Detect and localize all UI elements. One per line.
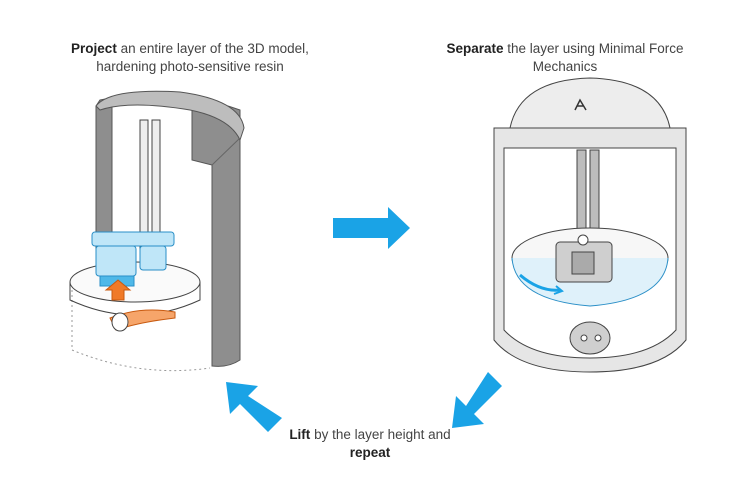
caption-lift: Lift by the layer height and repeat (270, 426, 470, 462)
a-logo-icon (574, 98, 587, 111)
arrow-down-left (452, 372, 502, 428)
arrow-up-left (226, 382, 282, 432)
printer-right (493, 77, 687, 373)
caption-repeat-bold: repeat (349, 445, 391, 460)
caption-separate-bold: Separate (446, 41, 504, 56)
caption-project-text: an entire layer of the 3D model, hardeni… (96, 41, 309, 74)
arrow-right (333, 207, 410, 249)
separation-motion (519, 273, 561, 292)
caption-lift-bold: Lift (289, 427, 311, 442)
caption-lift-text: by the layer height and (310, 427, 451, 442)
caption-separate-text: the layer using Minimal Force Mechanics (503, 41, 684, 74)
caption-project: Project an entire layer of the 3D model,… (40, 40, 340, 76)
caption-project-bold: Project (71, 41, 117, 56)
caption-separate: Separate the layer using Minimal Force M… (420, 40, 710, 76)
printer-left (69, 90, 245, 372)
laser-beam (104, 279, 176, 332)
